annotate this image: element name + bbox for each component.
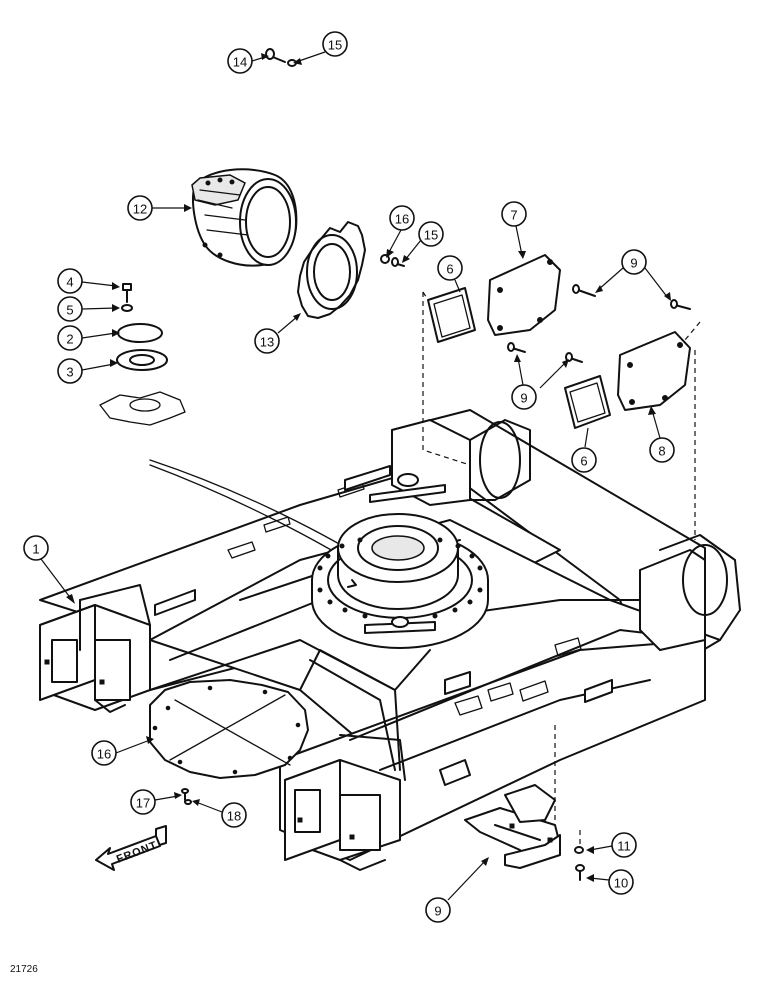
bolt-washer-top: [265, 48, 297, 67]
svg-text:16: 16: [97, 747, 111, 762]
svg-text:12: 12: [133, 202, 147, 217]
callout-14: 13: [254, 313, 301, 354]
callout-1: 1: [23, 535, 75, 604]
callout-18: 17: [130, 789, 182, 815]
svg-text:15: 15: [328, 38, 342, 53]
callout-19: 18: [192, 799, 247, 828]
svg-text:13: 13: [260, 335, 274, 350]
svg-text:6: 6: [580, 454, 587, 469]
callout-4: 4: [57, 268, 120, 294]
bolt-washer-sprocket: [380, 254, 405, 267]
mounting-bracket: [464, 784, 561, 869]
swing-bearing: [311, 473, 489, 649]
callout-2: 2: [57, 325, 120, 351]
svg-text:8: 8: [658, 444, 665, 459]
callout-6-upper: 6: [437, 255, 463, 293]
svg-text:11: 11: [617, 839, 631, 854]
drive-sprocket: [297, 221, 366, 319]
bearing-bolt-holes: [317, 537, 483, 619]
callout-10: 9: [425, 857, 489, 923]
callouts: 1 2 3 4 5 6 6: [23, 31, 675, 923]
svg-text:1: 1: [32, 542, 39, 557]
callout-6-lower: 6: [571, 427, 597, 473]
svg-text:15: 15: [424, 228, 438, 243]
callout-9-top: 9: [595, 249, 671, 301]
callout-16-top: 15: [293, 31, 348, 65]
svg-text:17: 17: [136, 796, 150, 811]
small-fasteners: [181, 788, 192, 805]
front-direction-arrow: FRONT: [95, 825, 167, 871]
svg-text:2: 2: [66, 332, 73, 347]
callout-5: 5: [57, 296, 120, 322]
callout-16-right: 16: [386, 205, 415, 258]
figure-id: 21726: [10, 964, 38, 975]
callout-9-mid: 9: [511, 354, 537, 410]
callout-8: 8: [648, 406, 675, 463]
svg-text:4: 4: [66, 275, 73, 290]
callout-15-top: 14: [227, 48, 269, 74]
gasket-plate: [149, 679, 309, 779]
cover-plates: [427, 254, 691, 429]
svg-text:14: 14: [233, 55, 247, 70]
travel-motor: [191, 168, 298, 267]
svg-text:9: 9: [434, 904, 441, 919]
svg-text:7: 7: [510, 208, 517, 223]
bolt-washer-bracket: [574, 846, 585, 881]
svg-text:9: 9: [520, 391, 527, 406]
callout-7: 7: [501, 201, 527, 259]
svg-text:18: 18: [227, 809, 241, 824]
svg-text:16: 16: [395, 212, 409, 227]
svg-text:3: 3: [66, 365, 73, 380]
svg-text:9: 9: [630, 256, 637, 271]
svg-text:5: 5: [66, 303, 73, 318]
svg-text:10: 10: [614, 876, 628, 891]
callout-13: 12: [127, 195, 192, 221]
callout-12: 11: [586, 832, 637, 858]
svg-text:6: 6: [446, 262, 453, 277]
callout-17: 16: [91, 736, 154, 766]
callout-11: 10: [586, 869, 634, 895]
callout-3: 3: [57, 358, 118, 384]
callout-9-lower: [539, 359, 569, 389]
callout-15-right: 15: [402, 221, 444, 263]
